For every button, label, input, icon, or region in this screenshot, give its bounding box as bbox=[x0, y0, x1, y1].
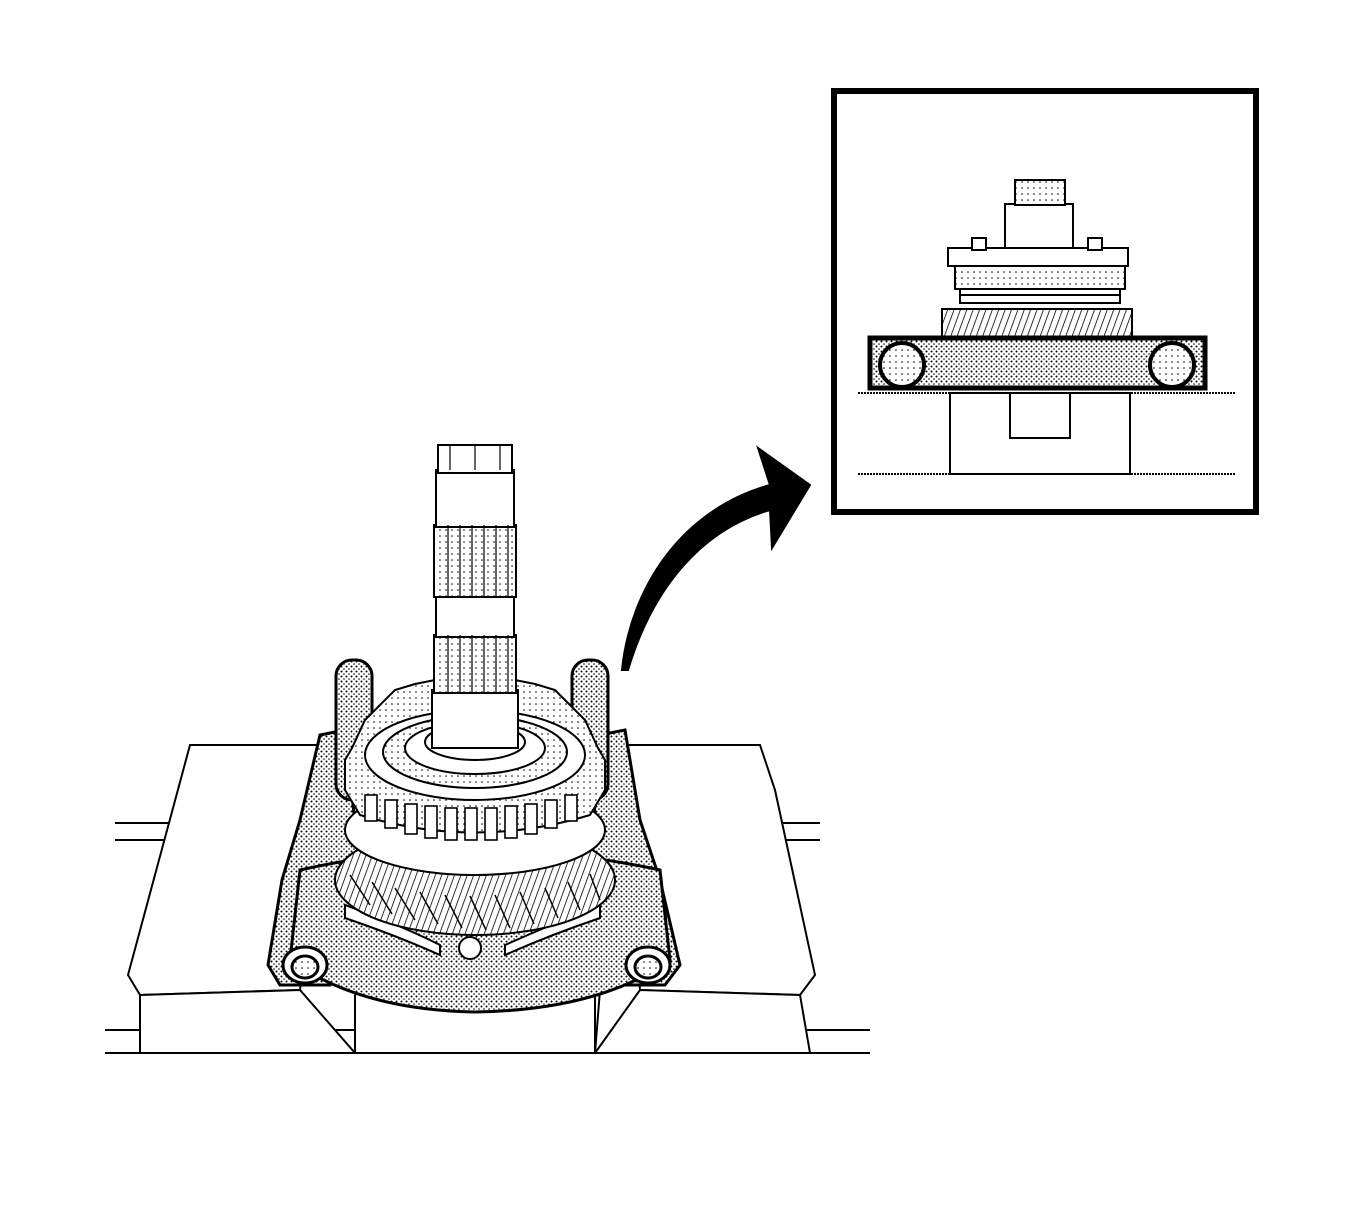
shaft bbox=[431, 444, 519, 749]
callout-arrow bbox=[620, 445, 812, 671]
gear-cluster bbox=[334, 674, 616, 936]
detail-inset bbox=[831, 88, 1259, 515]
